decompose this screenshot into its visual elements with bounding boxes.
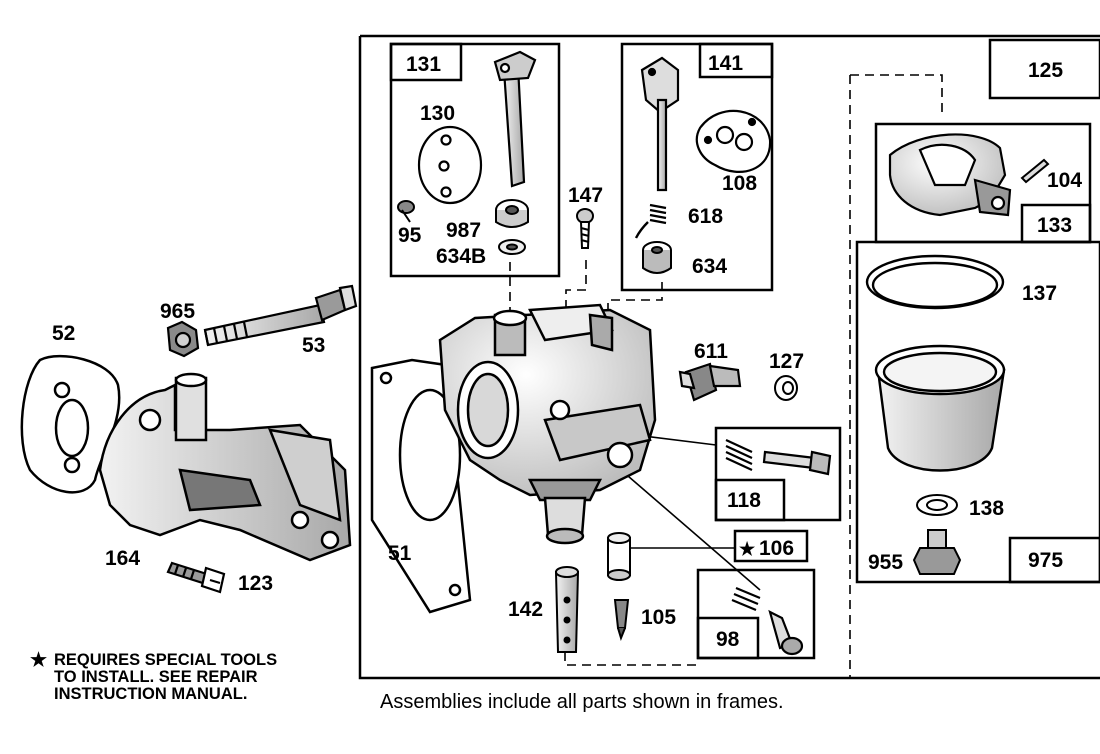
- part-141-throttle-shaft: [640, 56, 680, 192]
- callout-634: 634: [692, 255, 727, 278]
- callout-131: 131: [406, 53, 441, 76]
- note-line-2: TO INSTALL. SEE REPAIR: [54, 668, 258, 686]
- callout-106-star: ★: [739, 539, 756, 559]
- part-108-throttle-plate: [695, 109, 772, 173]
- callout-127: 127: [769, 350, 804, 373]
- part-52-gasket: [20, 355, 121, 494]
- star-icon: ★: [30, 650, 48, 671]
- callout-611: 611: [694, 340, 728, 363]
- callout-164: 164: [105, 547, 140, 570]
- part-611-fitting: [678, 362, 742, 402]
- assemblies-caption: Assemblies include all parts shown in fr…: [380, 691, 784, 713]
- callout-618: 618: [688, 205, 723, 228]
- part-123-screw: [166, 561, 226, 594]
- part-53-stud: [203, 284, 358, 347]
- callout-125: 125: [1028, 59, 1063, 82]
- callout-95: 95: [398, 224, 422, 247]
- callout-106: 106: [759, 537, 794, 560]
- part-164-intake-elbow: [98, 372, 352, 562]
- note-line-3: INSTRUCTION MANUAL.: [54, 685, 248, 703]
- part-965-nut: [166, 320, 200, 358]
- callout-108: 108: [722, 172, 757, 195]
- part-987-seal: [495, 199, 529, 228]
- part-95-screw: [397, 200, 415, 223]
- callout-147: 147: [568, 184, 603, 207]
- part-104-pin: [1020, 158, 1050, 184]
- callout-130: 130: [420, 102, 455, 125]
- callout-987: 987: [446, 219, 481, 242]
- part-634-seal: [642, 241, 672, 274]
- part-975-bowl: [874, 344, 1006, 472]
- callout-104: 104: [1047, 169, 1082, 192]
- part-106-jet: [607, 532, 631, 581]
- part-127-washer: [774, 375, 798, 401]
- part-118-idle-screw: [725, 439, 832, 476]
- part-133-float: [888, 133, 1012, 217]
- part-618-spring: [634, 203, 667, 239]
- part-147-screw: [576, 208, 594, 249]
- callout-138: 138: [969, 497, 1004, 520]
- part-105-needle: [613, 599, 630, 642]
- callout-118: 118: [727, 489, 761, 512]
- frame-106: [733, 529, 809, 563]
- callout-52: 52: [52, 322, 75, 345]
- part-634B-washer: [498, 239, 526, 255]
- special-tools-note: ★ REQUIRES SPECIAL TOOLS TO INSTALL. SEE…: [30, 650, 350, 703]
- callout-975: 975: [1028, 549, 1063, 572]
- part-137-ring: [865, 254, 1005, 310]
- callout-965: 965: [160, 300, 195, 323]
- callout-142: 142: [508, 598, 543, 621]
- callout-53: 53: [302, 334, 325, 357]
- callout-137: 137: [1022, 282, 1057, 305]
- callout-634B: 634B: [436, 245, 486, 268]
- callout-123: 123: [238, 572, 273, 595]
- callout-51: 51: [388, 542, 412, 565]
- callout-98: 98: [716, 628, 740, 651]
- part-138-washer: [916, 494, 958, 516]
- frame-125: [988, 38, 1100, 100]
- main-frame: [358, 34, 1100, 680]
- part-131-choke-shaft: [493, 50, 537, 188]
- frame-141: [620, 42, 774, 292]
- frame-131: [389, 42, 561, 278]
- callout-955: 955: [868, 551, 903, 574]
- frame-975: [855, 240, 1100, 584]
- callout-133: 133: [1037, 214, 1072, 237]
- carburetor-body: [438, 303, 657, 545]
- callout-141: 141: [708, 52, 743, 75]
- part-142-tube: [554, 566, 580, 653]
- note-line-1: REQUIRES SPECIAL TOOLS: [54, 651, 278, 669]
- part-51-flange-gasket: [370, 358, 472, 614]
- part-98-screw: [731, 586, 804, 656]
- part-955-plug: [912, 529, 962, 575]
- callout-105: 105: [641, 606, 676, 629]
- part-130-choke-plate: [417, 125, 483, 205]
